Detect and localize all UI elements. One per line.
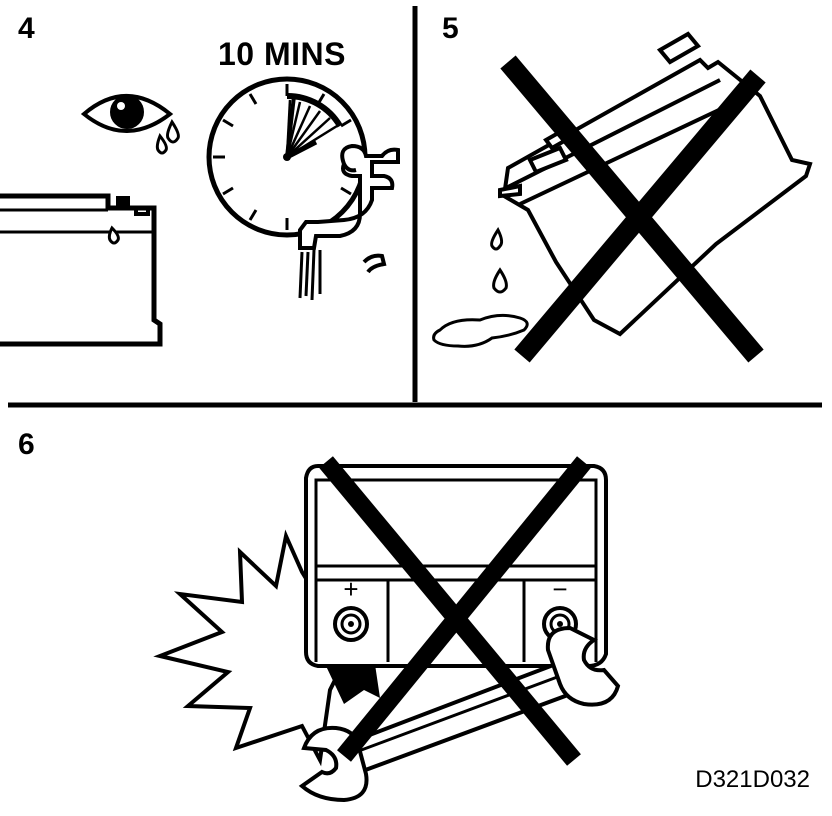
panel-dividers: [8, 6, 822, 408]
battery-side-view: [0, 193, 163, 347]
eye-icon: [80, 94, 180, 155]
acid-drip-icon: [432, 227, 529, 348]
panel-6: + −: [153, 456, 621, 803]
panel-number-6: 6: [18, 428, 35, 461]
time-caption: 10 MINS: [218, 36, 346, 72]
negative-terminal-label: −: [552, 574, 567, 604]
prohibited-cross-icon: [500, 55, 766, 363]
clock-icon: [206, 76, 368, 238]
water-tap-icon: [298, 143, 400, 301]
panel-5: [432, 31, 813, 363]
panel-4: [0, 76, 400, 347]
positive-terminal-icon: [333, 606, 369, 642]
prohibited-cross-icon: [319, 456, 591, 766]
positive-terminal-label: +: [343, 574, 358, 604]
panel-number-4: 4: [18, 12, 35, 45]
figure-code: D321D032: [695, 766, 810, 793]
panel-number-5: 5: [442, 12, 459, 45]
